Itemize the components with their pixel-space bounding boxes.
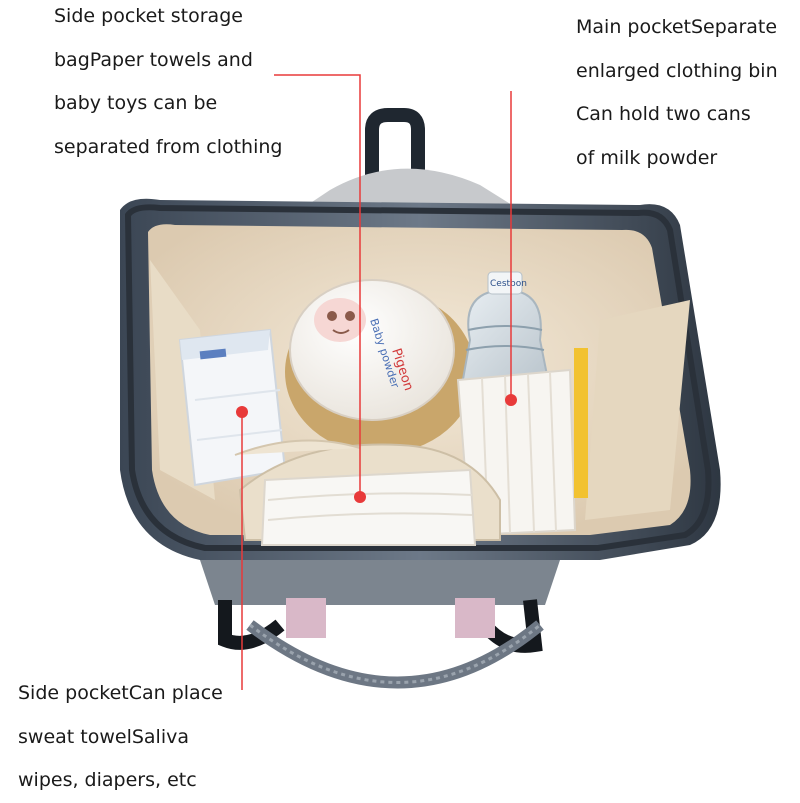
top-handle — [365, 108, 425, 175]
front-inner-pocket — [234, 439, 501, 546]
callout-dots — [236, 394, 517, 503]
caption-line: enlarged clothing bin — [576, 59, 778, 82]
bottle-brand-label: Cestbon — [490, 279, 527, 289]
callout-dot-storage — [354, 491, 366, 503]
callout-dot-side — [236, 406, 248, 418]
caption-line: separated from clothing — [54, 135, 283, 158]
caption-line: Side pocketCan place — [18, 682, 223, 704]
caption-line: baby toys can be — [54, 92, 218, 114]
caption-line: of milk powder — [576, 146, 718, 169]
caption-line: Main pocketSeparate — [576, 16, 778, 38]
caption-line: sweat towelSaliva — [18, 725, 189, 748]
tissue-pack — [178, 328, 287, 487]
callout-dot-main — [505, 394, 517, 406]
caption-main-pocket: Main pocketSeparate enlarged clothing bi… — [576, 6, 778, 180]
bag-back-panel — [300, 168, 520, 210]
caption-line: Side pocket storage — [54, 5, 243, 27]
water-bottle: Cestbon — [460, 271, 550, 387]
zipper-rim — [124, 204, 712, 551]
caption-line: Can hold two cans — [576, 103, 751, 125]
callout-lines — [241, 74, 512, 690]
caption-line: wipes, diapers, etc — [18, 769, 197, 791]
bag-bottom-panel — [200, 560, 560, 689]
right-side-flap — [585, 300, 690, 520]
milk-powder-can: Pigeon Baby powder — [285, 279, 475, 454]
callout-line-main-storage — [274, 74, 361, 495]
caption-line: bagPaper towels and — [54, 48, 253, 71]
caption-side-pocket-storage: Side pocket storage bagPaper towels and … — [54, 0, 282, 169]
caption-side-pocket-wipes: Side pocketCan place sweat towelSaliva w… — [18, 672, 223, 803]
